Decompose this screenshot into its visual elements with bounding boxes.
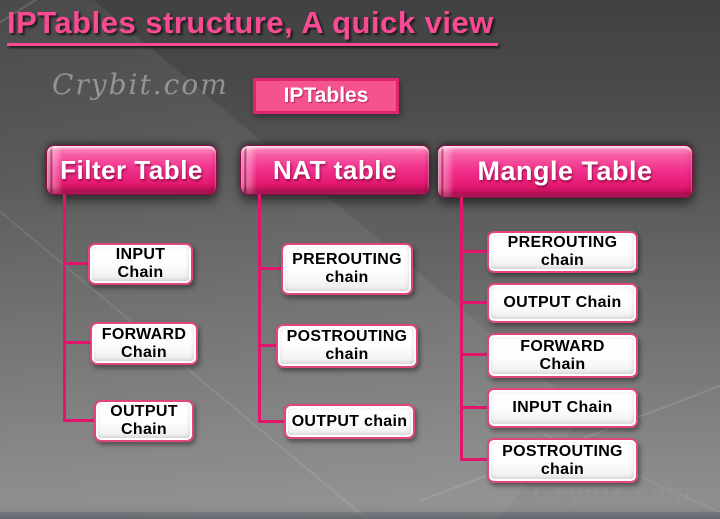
bottom-edge-strip (0, 512, 720, 519)
connector-stub (460, 250, 490, 253)
node-nat-postrouting-chain: POSTROUTING chain (276, 324, 418, 368)
node-mangle-table: Mangle Table (437, 145, 693, 198)
connector-stub (258, 267, 286, 270)
node-mangle-output-chain: OUTPUT Chain (487, 283, 638, 323)
node-nat-table: NAT table (240, 145, 430, 195)
connector-mangle-trunk (460, 197, 463, 461)
node-filter-output-chain: OUTPUT Chain (94, 400, 194, 442)
connector-stub (258, 420, 288, 423)
node-mangle-postrouting-chain: POSTROUTING chain (487, 438, 638, 483)
node-mangle-forward-chain: FORWARD Chain (487, 333, 638, 378)
connector-stub (460, 301, 490, 304)
node-filter-input-chain: INPUT Chain (88, 243, 193, 285)
connector-stub (63, 419, 97, 422)
connector-stub (460, 406, 490, 409)
node-nat-prerouting-chain: PREROUTING chain (281, 243, 413, 295)
connector-stub (63, 262, 95, 265)
connector-filter-trunk (63, 194, 66, 422)
connector-nat-trunk (258, 194, 261, 423)
connector-stub (460, 458, 490, 461)
node-filter-forward-chain: FORWARD Chain (90, 322, 198, 365)
node-iptables-root: IPTables (253, 78, 399, 114)
watermark-top: Crybit.com (52, 68, 229, 101)
connector-stub (258, 344, 282, 347)
node-nat-output-chain: OUTPUT chain (284, 404, 415, 439)
node-mangle-prerouting-chain: PREROUTING chain (487, 231, 638, 273)
node-filter-table: Filter Table (46, 145, 217, 195)
slide-title: IPTables structure, A quick view (7, 5, 498, 46)
node-mangle-input-chain: INPUT Chain (487, 388, 638, 428)
connector-stub (460, 353, 490, 356)
connector-stub (63, 341, 95, 344)
